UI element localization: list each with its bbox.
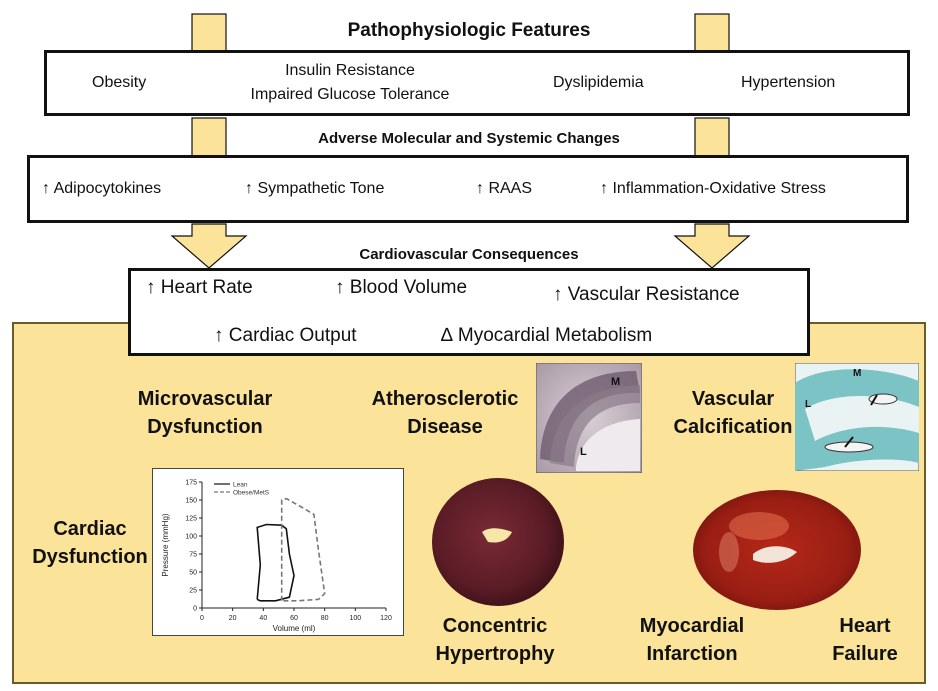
outcome-microvascular-line2: Dysfunction	[147, 416, 263, 438]
outcome-atherosclerotic-line1: Atherosclerotic	[371, 388, 519, 410]
y-tick-label: 50	[189, 570, 197, 577]
calc-m-label: M	[853, 368, 861, 379]
cv-title: Cardiovascular Consequences	[359, 246, 579, 263]
myocardial-infarction-heart-slice	[693, 490, 861, 610]
arrow-shaft-left-top	[191, 13, 227, 55]
x-tick-label: 0	[200, 615, 204, 622]
adverse-raas: ↑ RAAS	[476, 180, 533, 197]
arrow-shaft-right-mid	[694, 117, 730, 157]
outcome-microvascular-line1: Microvascular	[137, 388, 273, 410]
concentric-hypertrophy-heart-slice	[432, 478, 564, 606]
adverse-box	[27, 155, 909, 223]
outcome-mi-line2: Infarction	[646, 643, 738, 665]
outcome-cardiac-line1: Cardiac	[53, 518, 127, 540]
page-title: Pathophysiologic Features	[347, 20, 591, 41]
x-axis-label: Volume (ml)	[273, 624, 316, 633]
calc-l-label: L	[805, 399, 811, 410]
adverse-inflammation: ↑ Inflammation-Oxidative Stress	[600, 180, 826, 197]
y-tick-label: 125	[185, 516, 197, 523]
x-tick-label: 100	[349, 615, 361, 622]
calcification-micrograph: M L	[795, 363, 919, 471]
cv-heart-rate: ↑ Heart Rate	[146, 277, 253, 298]
arrow-head-left	[170, 223, 248, 269]
adverse-sympathetic-tone: ↑ Sympathetic Tone	[245, 180, 385, 197]
series-line-1	[256, 523, 295, 602]
outcome-vascular-line1: Vascular	[691, 388, 775, 410]
cv-myocardial-metabolism: ∆ Myocardial Metabolism	[441, 325, 653, 346]
features-box	[44, 50, 910, 116]
legend-label: Lean	[233, 482, 248, 489]
cv-cardiac-output: ↑ Cardiac Output	[214, 325, 357, 346]
legend-label: Obese/MetS	[233, 490, 270, 497]
x-tick-label: 20	[229, 615, 237, 622]
x-tick-label: 40	[259, 615, 267, 622]
outcome-mi-line1: Myocardial	[639, 615, 745, 637]
y-axis-label: Pressure (mmHg)	[161, 513, 170, 576]
y-tick-label: 150	[185, 498, 197, 505]
athero-l-label: L	[580, 446, 587, 458]
cv-vascular-resistance: ↑ Vascular Resistance	[553, 284, 740, 305]
adverse-title: Adverse Molecular and Systemic Changes	[318, 130, 620, 147]
cv-blood-volume: ↑ Blood Volume	[335, 277, 468, 298]
x-tick-label: 60	[290, 615, 298, 622]
arrow-head-right	[673, 223, 751, 269]
atherosclerosis-micrograph: M L	[536, 363, 642, 473]
pv-loop-chart: 0 20 40 60 80 100 120 0 25 50 75 100 125 150 175Volume…	[161, 480, 392, 634]
feature-insulin-resistance: Insulin Resistance	[285, 62, 415, 79]
feature-impaired-glucose: Impaired Glucose Tolerance	[250, 86, 450, 103]
cv-box	[128, 268, 810, 356]
outcome-atherosclerotic-line2: Disease	[407, 416, 483, 438]
athero-m-label: M	[611, 376, 620, 388]
feature-hypertension: Hypertension	[741, 74, 836, 91]
x-tick-label: 80	[321, 615, 329, 622]
outcome-vascular-line2: Calcification	[673, 416, 793, 438]
arrow-shaft-right-top	[694, 13, 730, 55]
feature-dyslipidemia: Dyslipidemia	[553, 74, 644, 91]
feature-obesity: Obesity	[92, 74, 147, 91]
outcome-concentric-line1: Concentric	[442, 615, 548, 637]
outcome-concentric-line2: Hypertrophy	[435, 643, 555, 665]
outcome-hf-line1: Heart	[839, 615, 891, 637]
adverse-adipocytokines: ↑ Adipocytokines	[42, 180, 162, 197]
y-tick-label: 100	[185, 534, 197, 541]
outcome-hf-line2: Failure	[832, 643, 898, 665]
outcome-cardiac-line2: Dysfunction	[32, 546, 148, 568]
y-tick-label: 25	[189, 588, 197, 595]
y-tick-label: 75	[189, 552, 197, 559]
x-tick-label: 120	[380, 615, 392, 622]
y-tick-label: 175	[185, 480, 197, 487]
series-line-2	[280, 497, 326, 602]
y-tick-label: 0	[193, 606, 197, 613]
